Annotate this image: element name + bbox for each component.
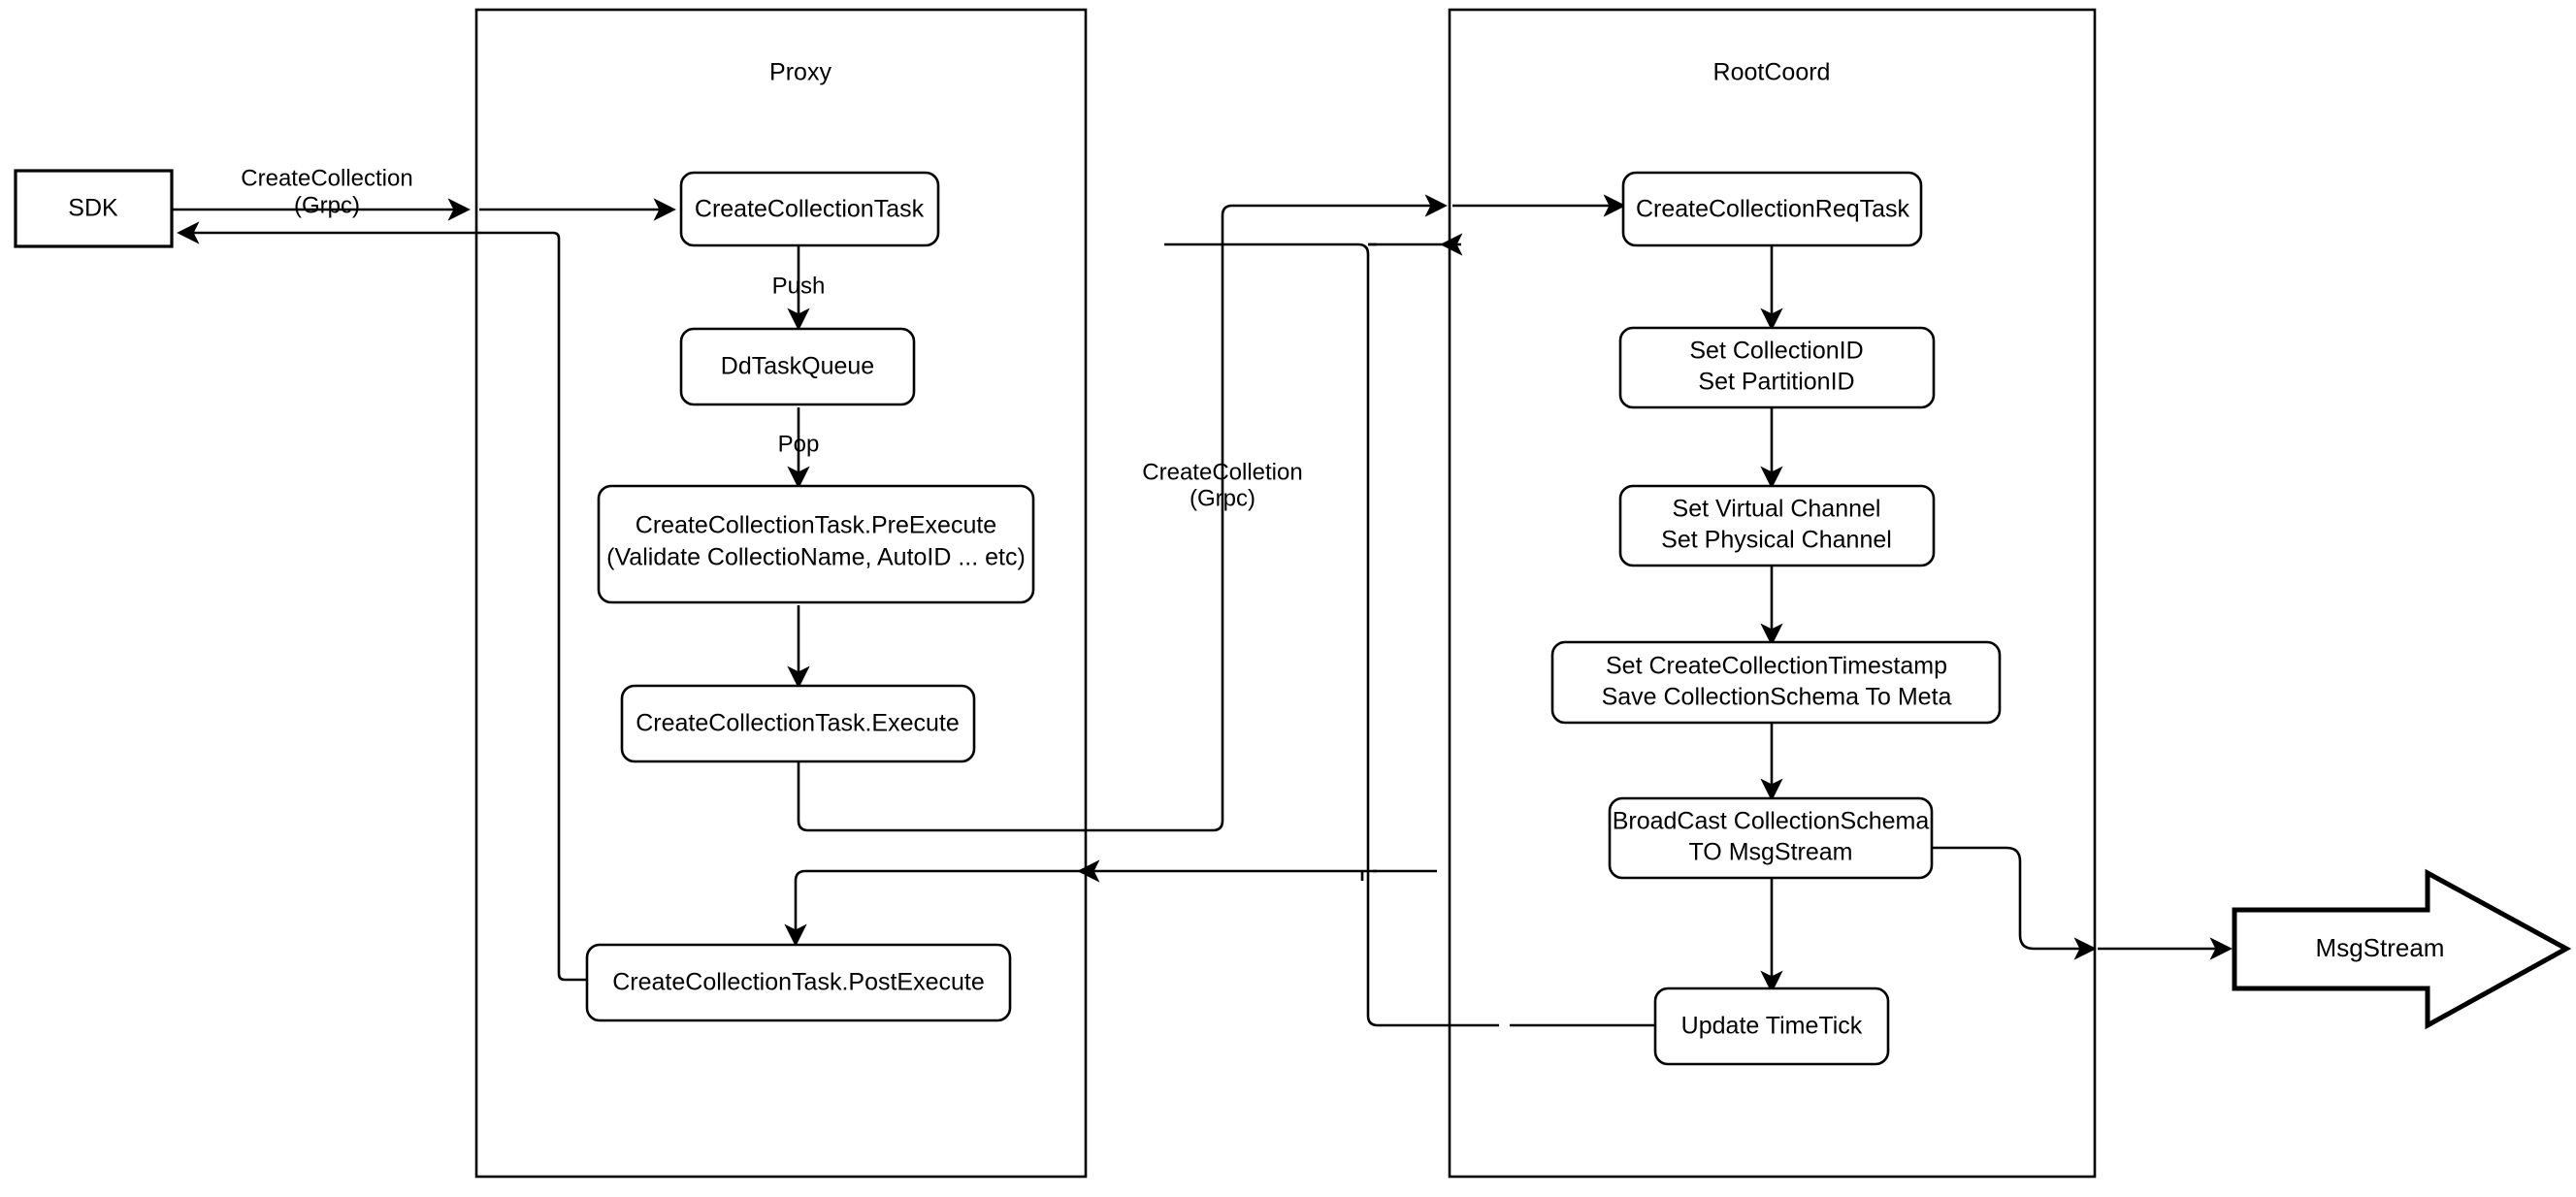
execute-label: CreateCollectionTask.Execute	[636, 710, 960, 737]
set-ids-box[interactable]	[1618, 326, 1936, 409]
sdk-box[interactable]	[14, 169, 174, 248]
node-msgstream[interactable]: MsgStream	[2232, 868, 2572, 1030]
post-execute-box[interactable]	[585, 943, 1012, 1022]
node-dd-task-queue[interactable]: DdTaskQueue	[679, 327, 916, 406]
set-ids-label-line1: Set CollectionID	[1689, 338, 1863, 365]
node-sdk[interactable]: SDK	[14, 169, 174, 248]
set-ids-label-line2: Set PartitionID	[1698, 369, 1854, 396]
edge-to-postexecute	[784, 869, 1081, 947]
set-channels-label-line1: Set Virtual Channel	[1673, 496, 1881, 523]
create-collection-task-box[interactable]	[679, 171, 940, 247]
edge-execute-to-rootcoord	[1076, 194, 1448, 832]
set-timestamp-label-line1: Set CreateCollectionTimestamp	[1606, 653, 1947, 680]
edge-label-proxy-to-rootcoord-line1: CreateColletion	[1142, 459, 1302, 485]
msgstream-label: MsgStream	[2316, 933, 2445, 962]
node-set-timestamp[interactable]: Set CreateCollectionTimestamp Save Colle…	[1550, 640, 2002, 725]
rootcoord-title: RootCoord	[1713, 59, 1831, 86]
execute-box[interactable]	[620, 684, 976, 763]
edge-label-sdk-to-proxy-line1: CreateCollection	[241, 165, 412, 191]
set-channels-box[interactable]	[1618, 484, 1936, 567]
container-proxy: Proxy	[474, 8, 1088, 1179]
edge-postexecute-to-sdk	[493, 231, 586, 982]
msgstream-arrow-shape[interactable]	[2232, 868, 2572, 1030]
node-update-timetick[interactable]: Update TimeTick	[1653, 987, 1890, 1066]
node-set-ids[interactable]: Set CollectionID Set PartitionID	[1618, 326, 1936, 409]
proxy-boundary	[474, 8, 1088, 1179]
dd-task-queue-label: DdTaskQueue	[721, 353, 874, 380]
pre-execute-label-line1: CreateCollectionTask.PreExecute	[636, 512, 996, 539]
edge-label-push: Push	[772, 273, 826, 299]
node-create-collection-req-task[interactable]: CreateCollectionReqTask	[1621, 171, 1923, 247]
node-set-channels[interactable]: Set Virtual Channel Set Physical Channel	[1618, 484, 1936, 567]
node-create-collection-task[interactable]: CreateCollectionTask	[679, 171, 940, 247]
set-timestamp-box[interactable]	[1550, 640, 2002, 725]
node-pre-execute[interactable]: CreateCollectionTask.PreExecute (Validat…	[597, 484, 1035, 604]
edge-label-proxy-to-rootcoord-line2: (Grpc)	[1190, 485, 1255, 511]
node-post-execute[interactable]: CreateCollectionTask.PostExecute	[585, 943, 1012, 1022]
dd-task-queue-box[interactable]	[679, 327, 916, 406]
node-broadcast[interactable]: BroadCast CollectionSchema TO MsgStream	[1608, 796, 1934, 880]
edge-label-pop: Pop	[778, 431, 820, 457]
edge-rootcoord-return-1	[1164, 243, 1499, 1027]
broadcast-box[interactable]	[1608, 796, 1934, 880]
edge-execute-out-1	[797, 762, 1076, 832]
create-collection-req-task-box[interactable]	[1621, 171, 1923, 247]
node-execute[interactable]: CreateCollectionTask.Execute	[620, 684, 976, 763]
broadcast-label-line2: TO MsgStream	[1688, 839, 1852, 866]
container-rootcoord: RootCoord	[1448, 8, 2097, 1179]
set-timestamp-label-line2: Save CollectionSchema To Meta	[1602, 684, 1952, 711]
update-timetick-box[interactable]	[1653, 987, 1890, 1066]
broadcast-label-line1: BroadCast CollectionSchema	[1613, 808, 1930, 835]
post-execute-label: CreateCollectionTask.PostExecute	[612, 969, 985, 996]
proxy-title: Proxy	[769, 59, 831, 86]
rootcoord-boundary	[1448, 8, 2097, 1179]
edge-broadcast-to-msgstream-1	[1931, 846, 2097, 960]
sdk-label: SDK	[68, 195, 118, 222]
pre-execute-box[interactable]	[597, 484, 1035, 604]
update-timetick-label: Update TimeTick	[1681, 1013, 1863, 1040]
pre-execute-label-line2: (Validate CollectioName, AutoID ... etc)	[606, 544, 1026, 571]
create-collection-req-task-label: CreateCollectionReqTask	[1636, 196, 1910, 223]
set-channels-label-line2: Set Physical Channel	[1661, 527, 1892, 554]
create-collection-task-label: CreateCollectionTask	[695, 196, 925, 223]
edge-label-sdk-to-proxy-line2: (Grpc)	[294, 192, 360, 218]
